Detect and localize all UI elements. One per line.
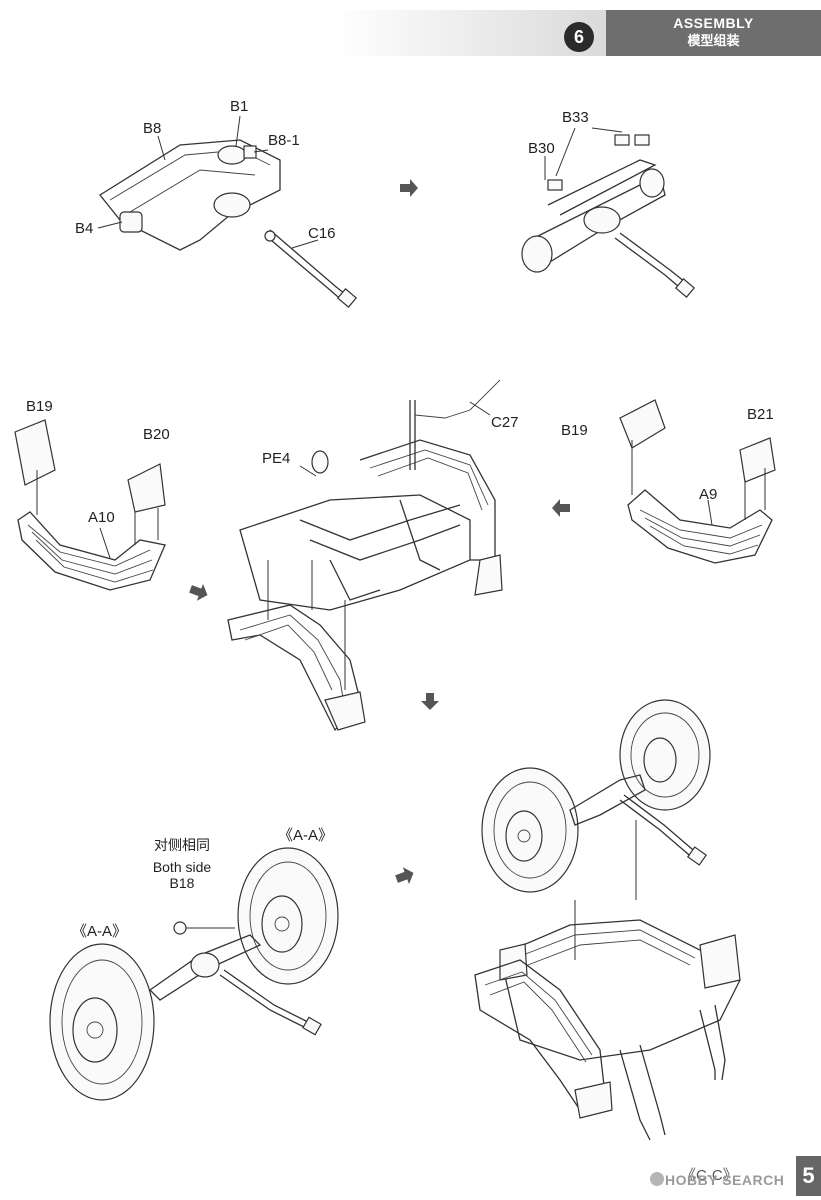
watermark-logo-icon (650, 1172, 664, 1186)
page-number: 5 (796, 1156, 821, 1196)
arrow-left-1 (552, 499, 570, 517)
label-b1: B1 (230, 98, 249, 115)
label-b19-left: B19 (26, 398, 53, 415)
header-subtitle: 模型组装 (687, 33, 740, 48)
label-pe4: PE4 (262, 450, 291, 467)
label-aa-left: 《A-A》 (72, 923, 128, 940)
label-a9: A9 (699, 486, 718, 503)
label-b20: B20 (143, 426, 170, 443)
chassis-frame-subassembly (227, 379, 503, 732)
label-b33: B33 (562, 109, 589, 126)
label-aa-top: 《A-A》 (278, 827, 334, 844)
label-both-side-cn: 对侧相同 (154, 837, 210, 853)
label-cc-bottom: 《C-C》 (681, 1167, 738, 1184)
label-c27: C27 (491, 414, 519, 431)
header-title: ASSEMBLY (673, 15, 754, 31)
rear-assembly-final (474, 699, 741, 1141)
axle-wheels-subassembly (49, 847, 339, 1101)
header-band (0, 10, 606, 56)
label-b30: B30 (528, 140, 555, 157)
label-b4: B4 (75, 220, 94, 237)
label-b8: B8 (143, 120, 162, 137)
step-number-badge: 6 (564, 22, 594, 52)
label-both-side-en: Both side (152, 859, 212, 875)
arrow-down-1 (421, 693, 439, 710)
right-fender-subassembly (619, 399, 776, 564)
axle-bracket-subassembly (521, 127, 696, 298)
label-b21: B21 (747, 406, 774, 423)
label-b8-1: B8-1 (268, 132, 300, 149)
arrow-right-3 (395, 867, 414, 885)
label-b19-right: B19 (561, 422, 588, 439)
header-bar (606, 10, 821, 56)
left-fender-subassembly (14, 419, 166, 591)
label-a10: A10 (88, 509, 115, 526)
arrow-right-2 (189, 583, 208, 601)
label-c16: C16 (308, 225, 336, 242)
watermark: HOBBY SEARCH (665, 1172, 785, 1188)
arrow-right-1 (400, 179, 418, 197)
axle-frame-subassembly (97, 115, 358, 308)
label-b18: B18 (169, 875, 195, 891)
